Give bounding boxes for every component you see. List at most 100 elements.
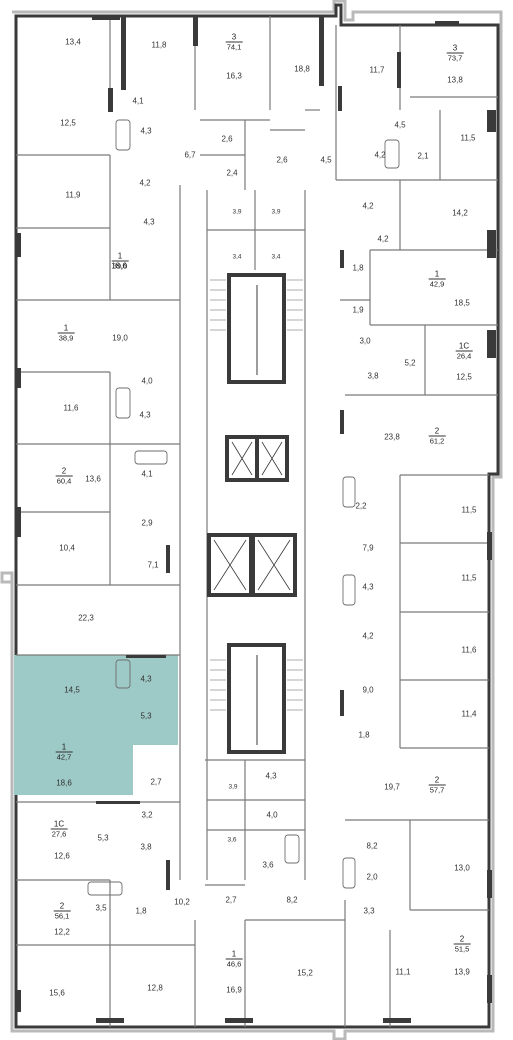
- room-area-label: 5,2: [404, 358, 416, 368]
- room-area-label: 3,3: [363, 906, 375, 916]
- room-area-label: 12,8: [147, 983, 163, 993]
- room-area-label: 18,6: [111, 261, 127, 271]
- room-area-label: 1,8: [358, 730, 370, 740]
- apartment-room-count: 3: [452, 43, 458, 53]
- room-area-label: 3,9: [232, 208, 242, 216]
- room-area-label: 4,2: [362, 201, 374, 211]
- room-area-label: 4,3: [140, 126, 152, 136]
- room-area-label: 12,5: [456, 372, 472, 382]
- elevator-shafts: [207, 435, 297, 597]
- room-area-label: 3,2: [141, 810, 153, 820]
- room-area-label: 11,9: [65, 190, 81, 200]
- apartment-room-count: 2: [61, 466, 67, 476]
- apartment-room-count: 1: [61, 742, 67, 752]
- apartment-total-area: 57,7: [428, 784, 446, 795]
- room-area-label: 3,9: [228, 783, 238, 791]
- room-area-label: 15,2: [297, 968, 313, 978]
- room-area-label: 6,7: [184, 150, 196, 160]
- room-area-label: 2,7: [225, 895, 237, 905]
- room-area-label: 18,6: [56, 778, 72, 788]
- apartment-total-area: 39,0: [111, 260, 129, 271]
- room-area-label: 19,7: [384, 782, 400, 792]
- room-area-label: 2,4: [226, 168, 238, 178]
- room-area-label: 14,2: [452, 208, 468, 218]
- room-area-label: 4,3: [140, 674, 152, 684]
- apartment-total-area: 60,4: [55, 475, 73, 486]
- room-area-label: 3,5: [95, 903, 107, 913]
- room-area-label: 1,8: [135, 906, 147, 916]
- apartment-total-area: 27,6: [50, 828, 68, 839]
- room-area-label: 3,8: [140, 842, 152, 852]
- room-area-label: 11,6: [461, 645, 477, 655]
- apartment-room-count: 1С: [53, 819, 65, 829]
- room-area-label: 4,1: [141, 469, 153, 479]
- room-area-label: 1,8: [352, 263, 364, 273]
- room-area-label: 16,3: [226, 71, 242, 81]
- room-area-label: 10,2: [174, 897, 190, 907]
- room-area-label: 13,6: [85, 474, 101, 484]
- room-area-label: 3,6: [262, 860, 274, 870]
- room-area-label: 3,6: [227, 836, 237, 844]
- room-area-label: 3,4: [232, 253, 242, 261]
- room-area-label: 2,6: [221, 134, 233, 144]
- room-area-label: 18,5: [454, 298, 470, 308]
- room-area-label: 2,2: [355, 501, 367, 511]
- room-area-label: 5,3: [140, 711, 152, 721]
- stair-core-top: [227, 273, 286, 384]
- room-area-label: 2,1: [417, 151, 429, 161]
- apartment-room-count: 2: [434, 775, 440, 785]
- room-area-label: 5,3: [97, 833, 109, 843]
- apartment-total-area: 51,5: [453, 943, 471, 954]
- room-area-label: 2,6: [276, 155, 288, 165]
- room-area-label: 4,2: [139, 178, 151, 188]
- room-area-label: 2,9: [141, 518, 153, 528]
- room-area-label: 3,8: [367, 371, 379, 381]
- structural-columns: [16, 16, 496, 1023]
- room-area-label: 3,0: [359, 336, 371, 346]
- room-area-label: 3,4: [271, 253, 281, 261]
- room-area-label: 1,9: [352, 305, 364, 315]
- room-area-label: 19,0: [112, 333, 128, 343]
- room-area-label: 4,0: [266, 810, 278, 820]
- highlighted-apartment[interactable]: [14, 655, 178, 795]
- stair-core-bottom: [227, 643, 286, 754]
- room-area-label: 18,8: [294, 64, 310, 74]
- room-area-label: 13,0: [454, 863, 470, 873]
- apartment-room-count: 1: [117, 251, 123, 261]
- bathtubs: [87, 119, 400, 896]
- room-area-label: 8,2: [366, 841, 378, 851]
- room-area-label: 7,9: [362, 543, 374, 553]
- room-area-label: 11,1: [395, 967, 411, 977]
- apartment-room-count: 1: [63, 323, 69, 333]
- apartment-total-area: 42,9: [428, 278, 446, 289]
- room-area-label: 11,8: [151, 40, 167, 50]
- apartment-room-count: 1: [231, 949, 237, 959]
- apartment-total-area: 26,4: [455, 350, 473, 361]
- apartment-total-area: 61,2: [428, 435, 446, 446]
- room-area-label: 13,9: [454, 967, 470, 977]
- room-area-label: 11,6: [63, 403, 79, 413]
- interior-walls: [16, 16, 498, 1027]
- room-area-label: 4,2: [362, 631, 374, 641]
- apartment-room-count: 1: [434, 269, 440, 279]
- stair-flights: [210, 279, 303, 711]
- room-area-label: 3,9: [271, 208, 281, 216]
- room-area-label: 16,9: [226, 985, 242, 995]
- room-area-label: 4,2: [377, 234, 389, 244]
